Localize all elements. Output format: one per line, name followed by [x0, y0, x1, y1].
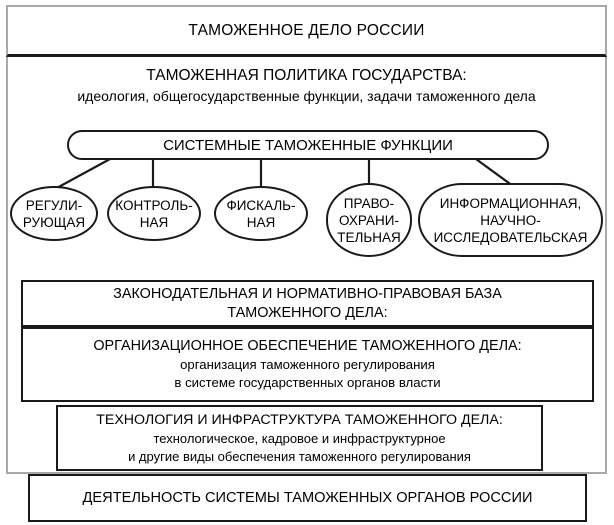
function-node-control: КОНТРОЛЬ- НАЯ — [107, 186, 201, 241]
function-label-line3: ИССЛЕДОВАТЕЛЬСКАЯ — [433, 229, 588, 245]
function-node-information-research: ИНФОРМАЦИОННАЯ, НАУЧНО- ИССЛЕДОВАТЕЛЬСКА… — [418, 183, 603, 257]
technology-heading: ТЕХНОЛОГИЯ И ИНФРАСТРУКТУРА ТАМОЖЕННОГО … — [96, 412, 503, 428]
organizational-line1: организация таможенного регулирования — [180, 357, 435, 372]
activity-box: ДЕЯТЕЛЬНОСТЬ СИСТЕМЫ ТАМОЖЕННЫХ ОРГАНОВ … — [28, 474, 587, 522]
legal-base-line2: ТАМОЖЕННОГО ДЕЛА: — [227, 304, 388, 321]
function-label-line2: ОХРАНИ- — [339, 212, 399, 228]
policy-heading: ТАМОЖЕННАЯ ПОЛИТИКА ГОСУДАРСТВА: — [146, 67, 467, 84]
function-label-line2: НАЯ — [139, 214, 169, 230]
function-label-line1: ИНФОРМАЦИОННАЯ, — [439, 195, 582, 211]
policy-block: ТАМОЖЕННАЯ ПОЛИТИКА ГОСУДАРСТВА: идеолог… — [6, 66, 607, 107]
technology-line2: и другие виды обеспечения таможенного ре… — [128, 448, 471, 464]
organizational-line2: в системе государственных органов власти — [174, 375, 441, 390]
systemic-functions-capsule: СИСТЕМНЫЕ ТАМОЖЕННЫЕ ФУНКЦИИ — [67, 130, 549, 160]
function-label-line2: НАЯ — [246, 214, 276, 230]
function-label-line2: НАУЧНО- — [480, 212, 541, 228]
function-label-line3: ТЕЛЬНАЯ — [337, 229, 401, 245]
function-label-line1: ФИСКАЛЬ- — [226, 197, 296, 213]
function-node-fiscal: ФИСКАЛЬ- НАЯ — [214, 186, 308, 241]
title-box: ТАМОЖЕННОЕ ДЕЛО РОССИИ — [6, 5, 607, 57]
organizational-heading: ОРГАНИЗАЦИОННОЕ ОБЕСПЕЧЕНИЕ ТАМОЖЕННОГО … — [93, 338, 522, 354]
technology-line1: технологическое, кадровое и инфраструкту… — [153, 431, 446, 446]
function-label-line1: ПРАВО- — [343, 195, 395, 211]
legal-base-line1: ЗАКОНОДАТЕЛЬНАЯ И НОРМАТИВНО-ПРАВОВАЯ БА… — [113, 285, 502, 302]
function-node-law-enforcement: ПРАВО- ОХРАНИ- ТЕЛЬНАЯ — [326, 183, 412, 257]
function-label-line1: РЕГУЛИ- — [25, 197, 83, 213]
technology-infrastructure-box: ТЕХНОЛОГИЯ И ИНФРАСТРУКТУРА ТАМОЖЕННОГО … — [56, 405, 543, 471]
legal-base-box: ЗАКОНОДАТЕЛЬНАЯ И НОРМАТИВНО-ПРАВОВАЯ БА… — [21, 280, 594, 327]
organizational-support-box: ОРГАНИЗАЦИОННОЕ ОБЕСПЕЧЕНИЕ ТАМОЖЕННОГО … — [21, 327, 594, 402]
systemic-functions-label: СИСТЕМНЫЕ ТАМОЖЕННЫЕ ФУНКЦИИ — [163, 136, 453, 154]
page-title: ТАМОЖЕННОЕ ДЕЛО РОССИИ — [188, 21, 425, 39]
function-label-line2: РУЮЩАЯ — [22, 214, 86, 230]
activity-label: ДЕЯТЕЛЬНОСТЬ СИСТЕМЫ ТАМОЖЕННЫХ ОРГАНОВ … — [82, 490, 533, 506]
function-label-line1: КОНТРОЛЬ- — [115, 197, 193, 213]
policy-subheading: идеология, общегосударственные функции, … — [77, 88, 536, 104]
function-node-regulating: РЕГУЛИ- РУЮЩАЯ — [10, 186, 98, 241]
